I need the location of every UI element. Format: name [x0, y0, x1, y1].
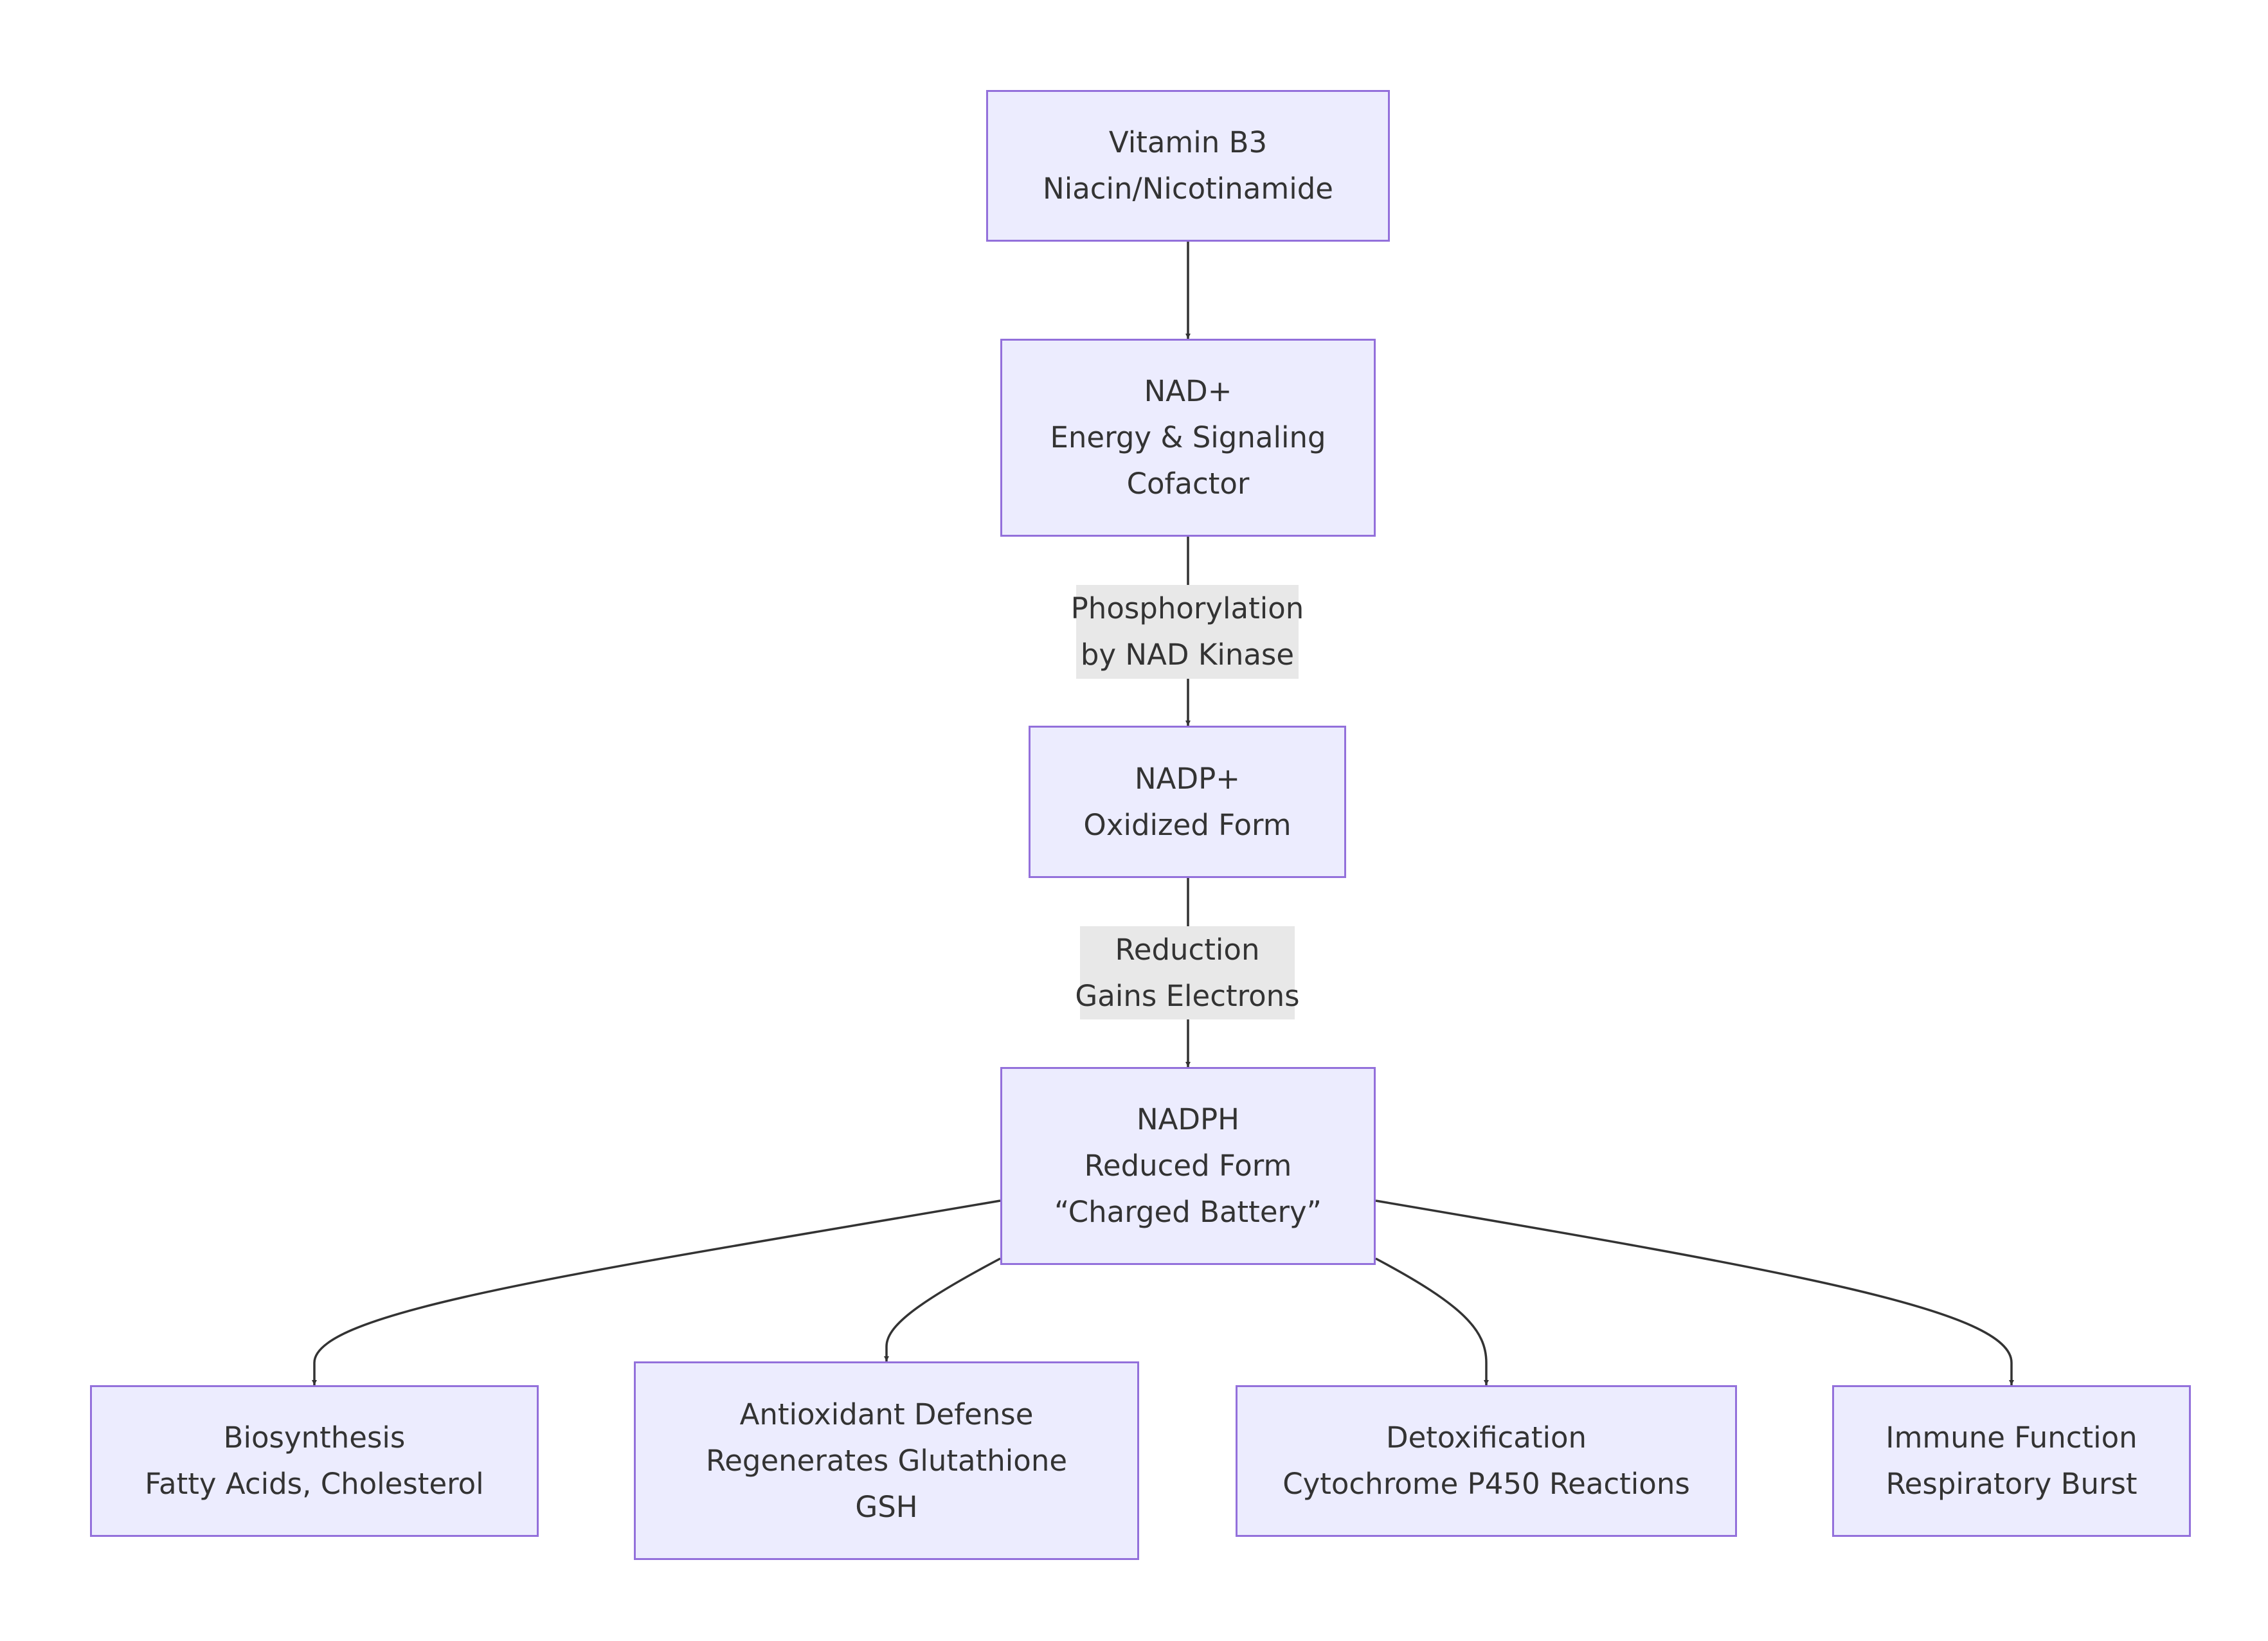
node-vitamin-b3: Vitamin B3 Niacin/Nicotinamide [986, 90, 1390, 242]
edge-label-reduction-line2: Gains Electrons [1075, 978, 1300, 1013]
node-biosynthesis-subtitle: Fatty Acids, Cholesterol [145, 1467, 484, 1501]
node-biosynthesis: Biosynthesis Fatty Acids, Cholesterol [90, 1385, 539, 1537]
node-nadph-title: NADPH [1136, 1102, 1240, 1136]
node-nadp-plus-title: NADP+ [1135, 761, 1240, 796]
node-antioxidant-detail: GSH [855, 1489, 918, 1524]
edge-nadph-to-antioxidant-defense [884, 1257, 1001, 1361]
node-immune-function: Immune Function Respiratory Burst [1832, 1385, 2191, 1537]
node-vitamin-b3-subtitle: Niacin/Nicotinamide [1043, 172, 1333, 206]
edge-nadph-to-detoxification [1375, 1257, 1489, 1385]
node-nad-plus-detail: Cofactor [1126, 467, 1250, 501]
node-detoxification-title: Detoxification [1385, 1421, 1587, 1455]
node-nadph: NADPH Reduced Form “Charged Battery” [1000, 1067, 1376, 1265]
node-nadph-detail: “Charged Battery” [1054, 1195, 1322, 1229]
node-nadp-plus: NADP+ Oxidized Form [1029, 726, 1346, 878]
edge-nadph-to-biosynthesis [312, 1199, 1001, 1385]
node-nad-plus-subtitle: Energy & Signaling [1050, 420, 1326, 454]
node-antioxidant-defense: Antioxidant Defense Regenerates Glutathi… [634, 1361, 1139, 1560]
edge-label-phosphorylation-line2: by NAD Kinase [1080, 638, 1295, 672]
node-immune-title: Immune Function [1886, 1421, 2138, 1455]
node-immune-subtitle: Respiratory Burst [1886, 1467, 2138, 1501]
edge-label-reduction-line1: Reduction [1115, 932, 1260, 967]
node-nadp-plus-subtitle: Oxidized Form [1083, 807, 1292, 842]
edge-label-phosphorylation: Phosphorylation by NAD Kinase [1071, 585, 1304, 679]
node-nadph-subtitle: Reduced Form [1084, 1149, 1292, 1183]
node-biosynthesis-title: Biosynthesis [223, 1421, 406, 1455]
edge-nadph-to-immune-function [1375, 1199, 2014, 1385]
edge-label-reduction: Reduction Gains Electrons [1075, 926, 1300, 1019]
node-antioxidant-subtitle: Regenerates Glutathione [705, 1443, 1068, 1478]
edge-label-phosphorylation-line1: Phosphorylation [1070, 591, 1304, 625]
node-nad-plus: NAD+ Energy & Signaling Cofactor [1000, 339, 1376, 537]
node-antioxidant-title: Antioxidant Defense [739, 1397, 1034, 1431]
node-detoxification: Detoxification Cytochrome P450 Reactions [1236, 1385, 1737, 1537]
node-detoxification-subtitle: Cytochrome P450 Reactions [1282, 1467, 1690, 1501]
node-vitamin-b3-title: Vitamin B3 [1108, 125, 1268, 159]
node-nad-plus-title: NAD+ [1144, 374, 1232, 408]
